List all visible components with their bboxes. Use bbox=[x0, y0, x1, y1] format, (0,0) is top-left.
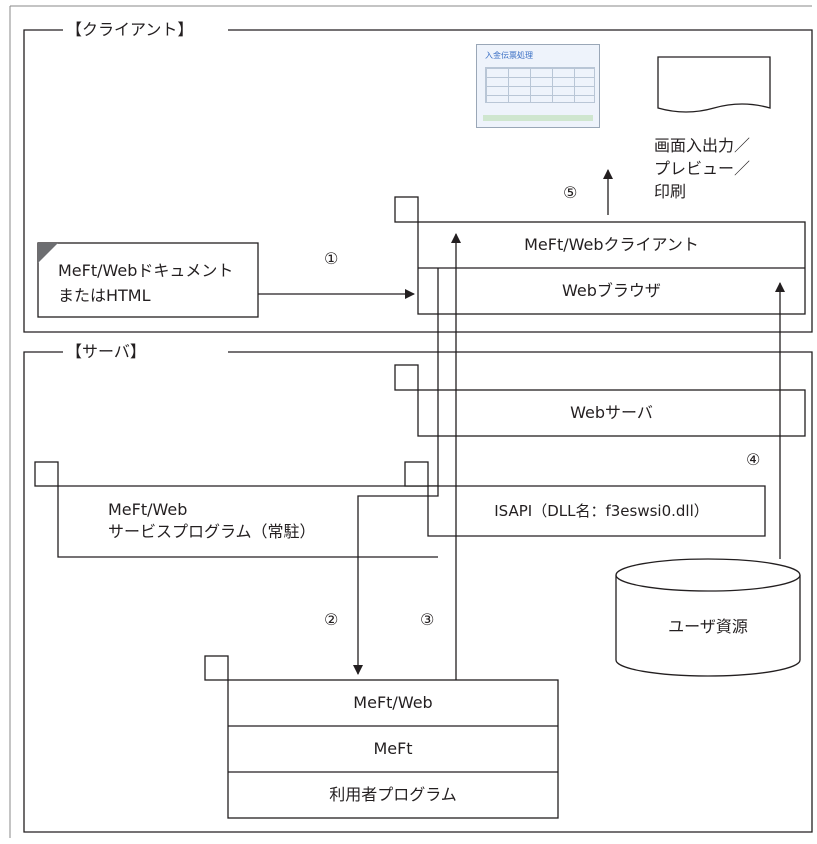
isapi-label: ISAPI（DLL名：f3eswsi0.dll） bbox=[494, 502, 709, 520]
service-label-line1: MeFt/Web bbox=[108, 500, 188, 519]
output-label-line2: プレビュー／ bbox=[654, 159, 751, 178]
service-label-line2: サービスプログラム（常駐） bbox=[108, 522, 316, 541]
web-server-label: Webサーバ bbox=[570, 403, 653, 422]
document-label-line2: またはHTML bbox=[58, 286, 151, 305]
web-server-tab bbox=[394, 364, 419, 391]
screen-thumbnail: 入金伝票処理 bbox=[476, 44, 600, 128]
service-tab bbox=[34, 461, 59, 487]
isapi-box bbox=[427, 485, 766, 537]
paper-icon bbox=[657, 56, 771, 113]
client-stack-bottom-label: Webブラウザ bbox=[562, 281, 661, 300]
service-box bbox=[57, 485, 438, 558]
client-group-title: 【クライアント】 bbox=[66, 20, 194, 39]
screen-thumbnail-title: 入金伝票処理 bbox=[485, 51, 533, 60]
app-stack-top-label: MeFt/Web bbox=[353, 693, 433, 712]
step-1-label: ① bbox=[324, 249, 339, 268]
document-box bbox=[37, 242, 259, 318]
server-group-border bbox=[23, 351, 813, 833]
client-group-border bbox=[23, 29, 813, 333]
app-stack-tab bbox=[204, 655, 229, 681]
app-stack-bottom-label: 利用者プログラム bbox=[329, 785, 457, 804]
step-4-label: ④ bbox=[746, 450, 761, 469]
app-stack-box bbox=[227, 679, 559, 819]
document-label-line1: MeFt/Webドキュメント bbox=[58, 261, 234, 280]
step-5-label: ⑤ bbox=[563, 183, 578, 202]
web-server-box bbox=[417, 389, 806, 437]
isapi-tab bbox=[404, 461, 429, 487]
server-group-title: 【サーバ】 bbox=[66, 342, 146, 361]
app-stack-middle-label: MeFt bbox=[373, 739, 413, 758]
user-resource-cylinder bbox=[615, 575, 801, 677]
output-label-line1: 画面入出力／ bbox=[654, 136, 751, 155]
output-label-line3: 印刷 bbox=[654, 182, 687, 201]
user-resource-label: ユーザ資源 bbox=[668, 617, 748, 636]
step-3-label: ③ bbox=[420, 610, 435, 629]
client-stack-top-label: MeFt/Webクライアント bbox=[524, 235, 699, 254]
step-2-label: ② bbox=[324, 610, 339, 629]
client-stack-tab bbox=[394, 196, 419, 223]
arrow-step-2 bbox=[353, 268, 439, 675]
